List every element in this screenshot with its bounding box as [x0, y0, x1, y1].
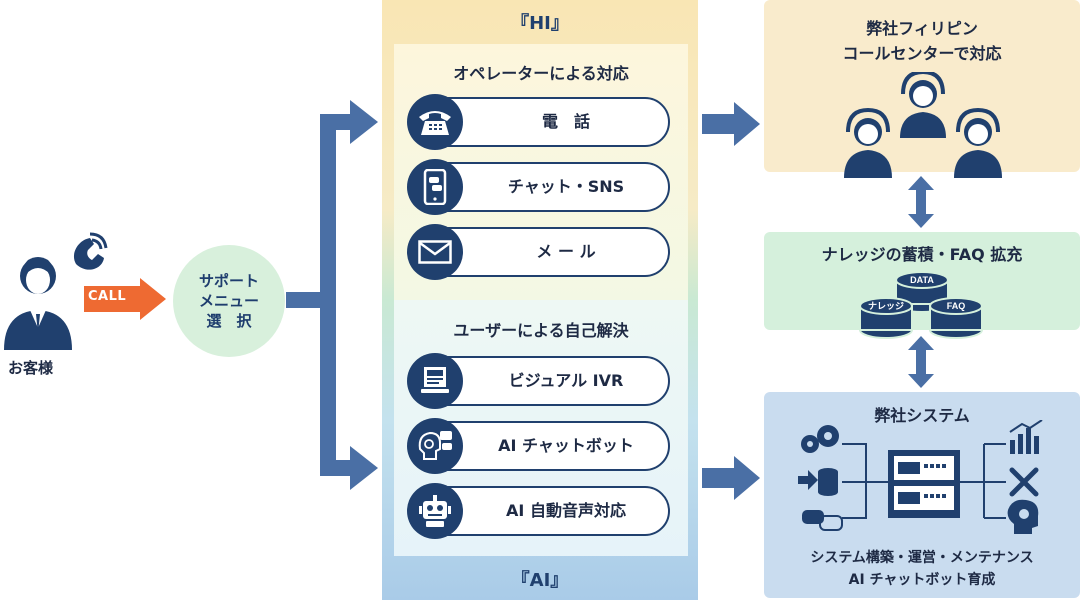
channel-ai-chatbot-label: AI チャットボット: [498, 436, 634, 455]
system-title: 弊社システム: [874, 406, 970, 425]
gears-icon: [801, 425, 839, 453]
channel-visual-ivr-label: ビジュアル IVR: [508, 371, 624, 390]
db-label-faq: FAQ: [947, 301, 966, 311]
chat-bubbles-icon: [802, 510, 843, 531]
head-gear-icon: [1007, 499, 1039, 534]
philippines-title-line1: 弊社フィリピン: [866, 19, 978, 38]
support-menu-circle: サポート メニュー 選 択: [173, 245, 285, 357]
arrow-to-philippines: [702, 102, 760, 146]
ai-head-chat-icon: [407, 418, 463, 474]
call-arrow: [84, 278, 166, 320]
channel-chat-label: チャット・SNS: [507, 177, 625, 196]
branch-arrow: [286, 100, 378, 490]
operators-icon: [844, 72, 1002, 178]
db-label-data: DATA: [910, 275, 934, 285]
db-label-knowledge: ナレッジ: [868, 301, 904, 311]
support-menu-line1: サポート: [198, 272, 259, 290]
telephone-icon: [407, 94, 463, 150]
double-arrow-top: [908, 176, 934, 228]
arrow-to-system: [702, 456, 760, 500]
server-icon: [888, 450, 960, 518]
channel-ai-voice-label: AI 自動音声対応: [506, 501, 626, 520]
system-diagram: [798, 420, 1043, 534]
bar-chart-icon: [1009, 420, 1043, 454]
robot-icon: [407, 483, 463, 539]
tools-icon: [1009, 467, 1039, 497]
system-footer-line2: AI チャットボット育成: [848, 572, 996, 588]
knowledge-title: ナレッジの蓄積・FAQ 拡充: [821, 245, 1023, 264]
database-icon: DATA ナレッジ FAQ: [859, 271, 983, 339]
call-label: CALL: [88, 289, 127, 304]
philippines-title-line2: コールセンターで対応: [842, 44, 1002, 63]
system-footer-line1: システム構築・運営・メンテナンス: [810, 550, 1034, 566]
ai-heading: 『AI』: [511, 570, 569, 591]
hi-heading: 『HI』: [511, 13, 569, 34]
customer-icon: [4, 232, 108, 350]
database-import-icon: [798, 468, 838, 496]
visual-ivr-icon: [407, 353, 463, 409]
support-menu-line3: 選 択: [206, 312, 252, 330]
self-service-panel-title: ユーザーによる自己解決: [453, 321, 629, 340]
channel-mail-label: メ ー ル: [536, 242, 596, 261]
operator-panel-title: オペレーターによる対応: [453, 64, 629, 83]
channel-phone-label: 電 話: [541, 112, 590, 131]
smartphone-chat-icon: [407, 159, 463, 215]
double-arrow-bottom: [908, 336, 934, 388]
customer-label: お客様: [8, 359, 54, 377]
support-menu-line2: メニュー: [198, 292, 259, 310]
envelope-icon: [407, 224, 463, 280]
